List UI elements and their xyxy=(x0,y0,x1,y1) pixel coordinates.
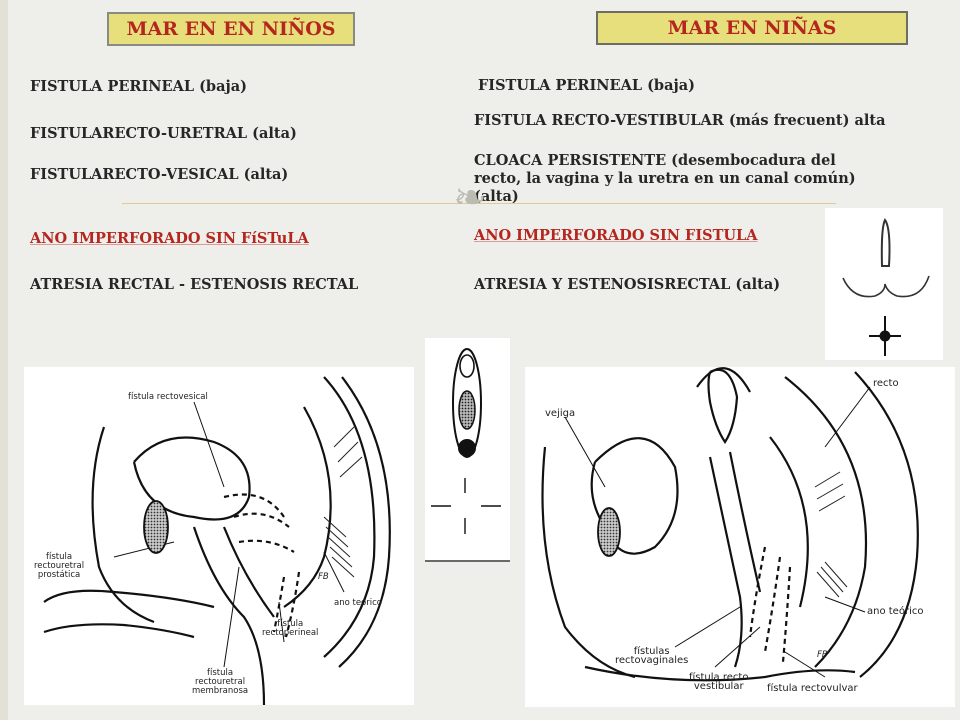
male-anatomy-diagram: fístula rectovesical fístula rectouretra… xyxy=(24,367,414,705)
boys-item-rectal-atresia: ATRESIA RECTAL - ESTENOSIS RECTAL xyxy=(30,276,359,293)
header-girls: MAR EN NIÑAS xyxy=(596,11,908,45)
perineum-sketch-panel xyxy=(825,208,943,360)
label-theoretical-anus-female: ano teórico xyxy=(867,606,924,617)
label-rectovestibular-fistula: fístula recto vestibular xyxy=(689,672,749,692)
boys-item-perineal-fistula: FISTULA PERINEAL (baja) xyxy=(30,78,247,95)
label-rectoperineal-fistula: fístula rectoperineal xyxy=(262,619,319,638)
illustrator-signature-female: FB xyxy=(817,650,828,660)
label-prostatic-fistula: fístula rectouretral prostática xyxy=(34,552,85,580)
slide-edge-stripe xyxy=(0,0,8,720)
label-rectovaginal-fistulas: fístulas rectovaginales xyxy=(615,646,689,666)
label-rectovulvar-fistula: fístula rectovulvar xyxy=(767,683,858,694)
boys-item-rectourethral-fistula: FISTULARECTO-URETRAL (alta) xyxy=(30,125,297,142)
female-anatomy-diagram: vejiga recto ano teórico fístulas rectov… xyxy=(525,367,955,707)
illustrator-signature-male: FB xyxy=(318,572,329,582)
label-theoretical-anus-male: ano teórico xyxy=(334,598,382,608)
title-divider xyxy=(122,203,836,204)
boys-item-rectovesical-fistula: FISTULARECTO-VESICAL (alta) xyxy=(30,166,289,183)
girls-item-persistent-cloaca: CLOACA PERSISTENTE (desembocadura del re… xyxy=(474,152,856,205)
girls-item-rectovestibular-fistula: FISTULA RECTO-VESTIBULAR (más frecuent) … xyxy=(474,112,886,129)
label-rectum: recto xyxy=(873,378,899,389)
perineal-opening-sketch-panel xyxy=(425,338,510,562)
girls-item-imperforate-anus: ANO IMPERFORADO SIN FISTULA xyxy=(474,227,758,244)
label-rectovesical-fistula: fístula rectovesical xyxy=(128,392,208,402)
girls-item-rectal-atresia: ATRESIA Y ESTENOSISRECTAL (alta) xyxy=(474,276,781,293)
fleuron-icon: ❧ xyxy=(453,175,487,221)
boys-item-imperforate-anus: ANO IMPERFORADO SIN FíSTuLA xyxy=(30,230,309,247)
header-boys: MAR EN EN NIÑOS xyxy=(107,12,355,46)
label-bladder: vejiga xyxy=(545,408,576,419)
girls-item-perineal-fistula: FISTULA PERINEAL (baja) xyxy=(478,77,695,94)
label-membranous-fistula: fístula rectouretral membranosa xyxy=(192,668,249,696)
